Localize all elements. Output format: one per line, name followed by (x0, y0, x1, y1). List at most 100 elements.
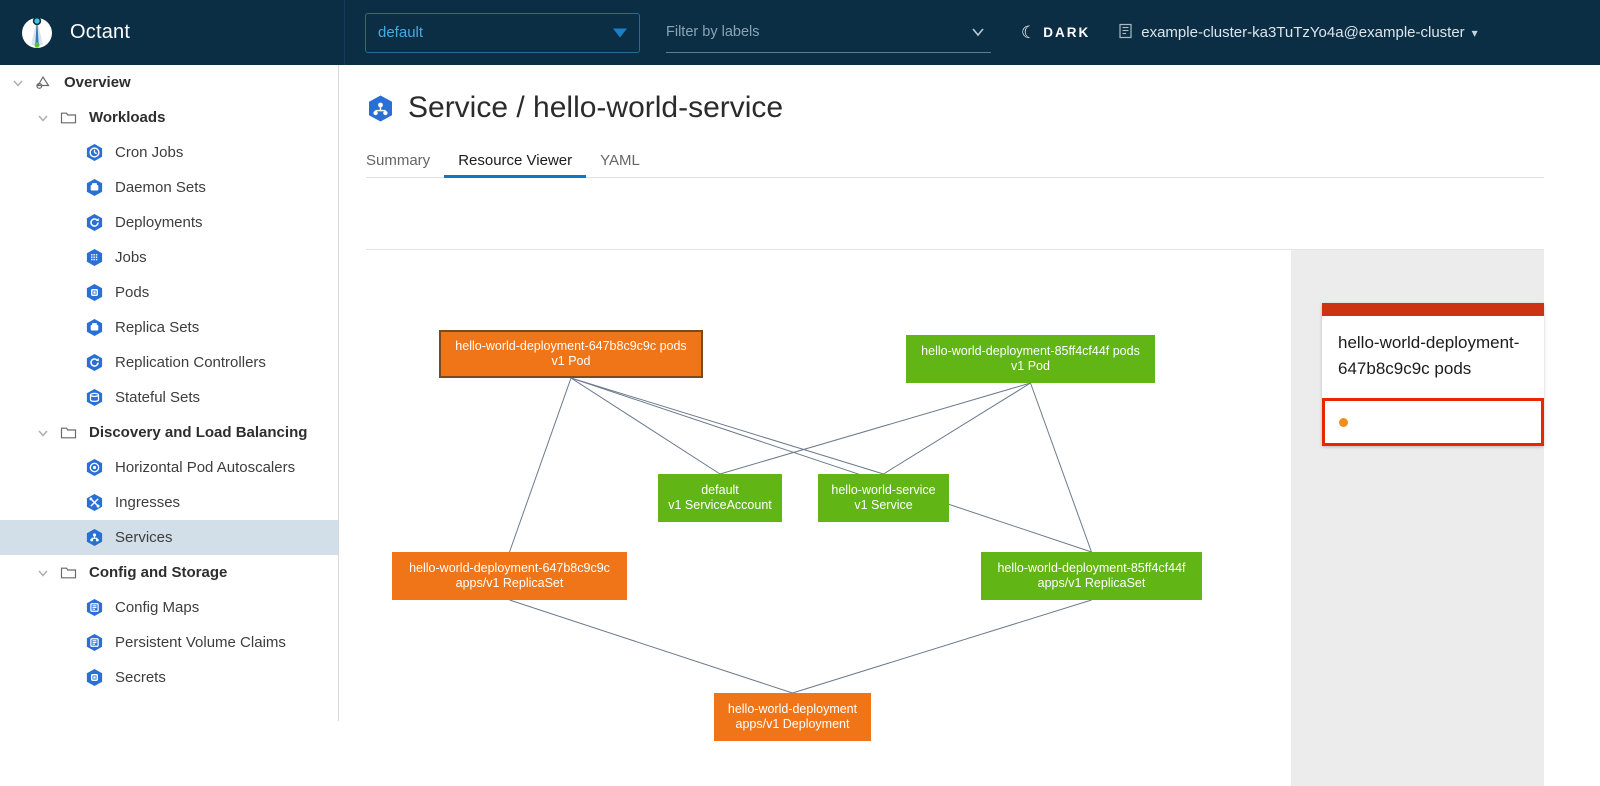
chevron-down-icon[interactable] (35, 110, 51, 126)
sidebar-item-cron-jobs[interactable]: Cron Jobs (0, 135, 338, 170)
sidebar-item-secrets[interactable]: Secrets (0, 660, 338, 695)
graph-node-name: hello-world-deployment-647b8c9c9c pods (455, 339, 687, 353)
graph-node-name: hello-world-deployment (727, 702, 858, 716)
graph-edge (792, 599, 1092, 694)
sidebar-item-daemon-sets[interactable]: Daemon Sets (0, 170, 338, 205)
sidebar-item-label: Daemon Sets (115, 179, 206, 196)
graph-node-kind: v1 Pod (551, 354, 591, 368)
folder-icon (59, 563, 78, 582)
folder-icon (59, 108, 78, 127)
sidebar-item-pods[interactable]: Pods (0, 275, 338, 310)
graph-node-name: hello-world-deployment-85ff4cf44f pods (921, 344, 1140, 358)
chevron-down-icon[interactable] (10, 75, 26, 91)
graph-node-name: hello-world-deployment-85ff4cf44f (997, 561, 1186, 575)
sidebar-item-discovery-and-load-balancing[interactable]: Discovery and Load Balancing (0, 415, 338, 450)
graph-edge (570, 377, 721, 475)
status-dot-icon (1339, 417, 1348, 427)
graph-edge (509, 377, 572, 553)
sidebar-item-label: Pods (115, 284, 150, 301)
config-maps-icon (85, 598, 104, 617)
sidebar-item-label: Persistent Volume Claims (115, 634, 286, 651)
stateful-sets-icon (85, 388, 104, 407)
chevron-down-icon (971, 25, 985, 39)
sidebar-item-replica-sets[interactable]: Replica Sets (0, 310, 338, 345)
sidebar-item-config-and-storage[interactable]: Config and Storage (0, 555, 338, 590)
sidebar-item-horizontal-pod-autoscalers[interactable]: Horizontal Pod Autoscalers (0, 450, 338, 485)
tab-yaml[interactable]: YAML (600, 152, 640, 169)
sidebar-item-workloads[interactable]: Workloads (0, 100, 338, 135)
daemon-sets-icon (85, 178, 104, 197)
node-detail-card[interactable]: hello-world-deployment-647b8c9c9c pods (1322, 303, 1544, 446)
chevron-down-icon[interactable] (35, 425, 51, 441)
sidebar-item-label: Discovery and Load Balancing (89, 424, 308, 441)
sidebar-item-jobs[interactable]: Jobs (0, 240, 338, 275)
namespace-select[interactable]: default (365, 12, 640, 53)
ingresses-icon (85, 493, 104, 512)
chevron-down-icon[interactable] (35, 565, 51, 581)
deployments-icon (85, 213, 104, 232)
moon-icon: ☾ (1021, 22, 1037, 42)
sidebar-item-replication-controllers[interactable]: Replication Controllers (0, 345, 338, 380)
pvc-icon (85, 633, 104, 652)
sidebar-item-label: Cron Jobs (115, 144, 184, 161)
sidebar-item-label: Stateful Sets (115, 389, 201, 406)
graph-edge (570, 377, 1092, 553)
sidebar-item-label: Secrets (115, 669, 166, 686)
sidebar-item-ingresses[interactable]: Ingresses (0, 485, 338, 520)
overview-icon (34, 73, 53, 92)
cron-jobs-icon (85, 143, 104, 162)
card-title: hello-world-deployment-647b8c9c9c pods (1338, 333, 1520, 378)
card-status-row[interactable] (1322, 398, 1544, 446)
theme-toggle-button[interactable]: ☾ DARK (1021, 23, 1090, 43)
cluster-picker-label: example-cluster-ka3TuTzYo4a@example-clus… (1141, 24, 1465, 41)
brand-name: Octant (70, 21, 131, 43)
sidebar-item-label: Config Maps (115, 599, 200, 616)
pods-icon (85, 283, 104, 302)
theme-toggle-label: DARK (1043, 25, 1091, 40)
graph-node-kind: apps/v1 Deployment (735, 717, 850, 731)
sidebar-item-services[interactable]: Services (0, 520, 338, 555)
sidebar-item-label: Config and Storage (89, 564, 228, 581)
sidebar-item-label: Horizontal Pod Autoscalers (115, 459, 296, 476)
sidebar-item-config-maps[interactable]: Config Maps (0, 590, 338, 625)
tab-bar[interactable]: Summary Resource Viewer YAML (366, 145, 1544, 178)
graph-node-name: hello-world-service (831, 483, 936, 497)
graph-node-kind: v1 Service (854, 498, 913, 512)
replica-sets-icon (85, 318, 104, 337)
chevron-down-icon: ▾ (1471, 25, 1478, 40)
graph-edge (570, 377, 884, 475)
sidebar-item-deployments[interactable]: Deployments (0, 205, 338, 240)
hpa-icon (85, 458, 104, 477)
graph-edge (883, 382, 1031, 475)
app-header: Octant default Filter by labels ☾ DARK e… (0, 0, 1600, 65)
brand: Octant (0, 0, 345, 65)
tab-summary[interactable]: Summary (366, 152, 431, 169)
sidebar-item-persistent-volume-claims[interactable]: Persistent Volume Claims (0, 625, 338, 660)
secrets-icon (85, 668, 104, 687)
graph-node-kind: apps/v1 ReplicaSet (455, 576, 564, 590)
graph-edges (509, 377, 1092, 694)
card-accent-bar (1322, 303, 1544, 316)
sidebar-item-label: Replication Controllers (115, 354, 266, 371)
sidebar-item-overview[interactable]: Overview (0, 65, 338, 100)
sidebar-item-label: Jobs (115, 249, 147, 266)
sidebar-item-stateful-sets[interactable]: Stateful Sets (0, 380, 338, 415)
sidebar-item-label: Ingresses (115, 494, 181, 511)
label-filter-input[interactable]: Filter by labels (666, 13, 991, 53)
graph-node-kind: apps/v1 ReplicaSet (1037, 576, 1146, 590)
folder-icon (59, 423, 78, 442)
tab-resource-viewer[interactable]: Resource Viewer (444, 152, 587, 178)
cluster-picker[interactable]: example-cluster-ka3TuTzYo4a@example-clus… (1118, 23, 1478, 43)
graph-edge (509, 599, 793, 694)
